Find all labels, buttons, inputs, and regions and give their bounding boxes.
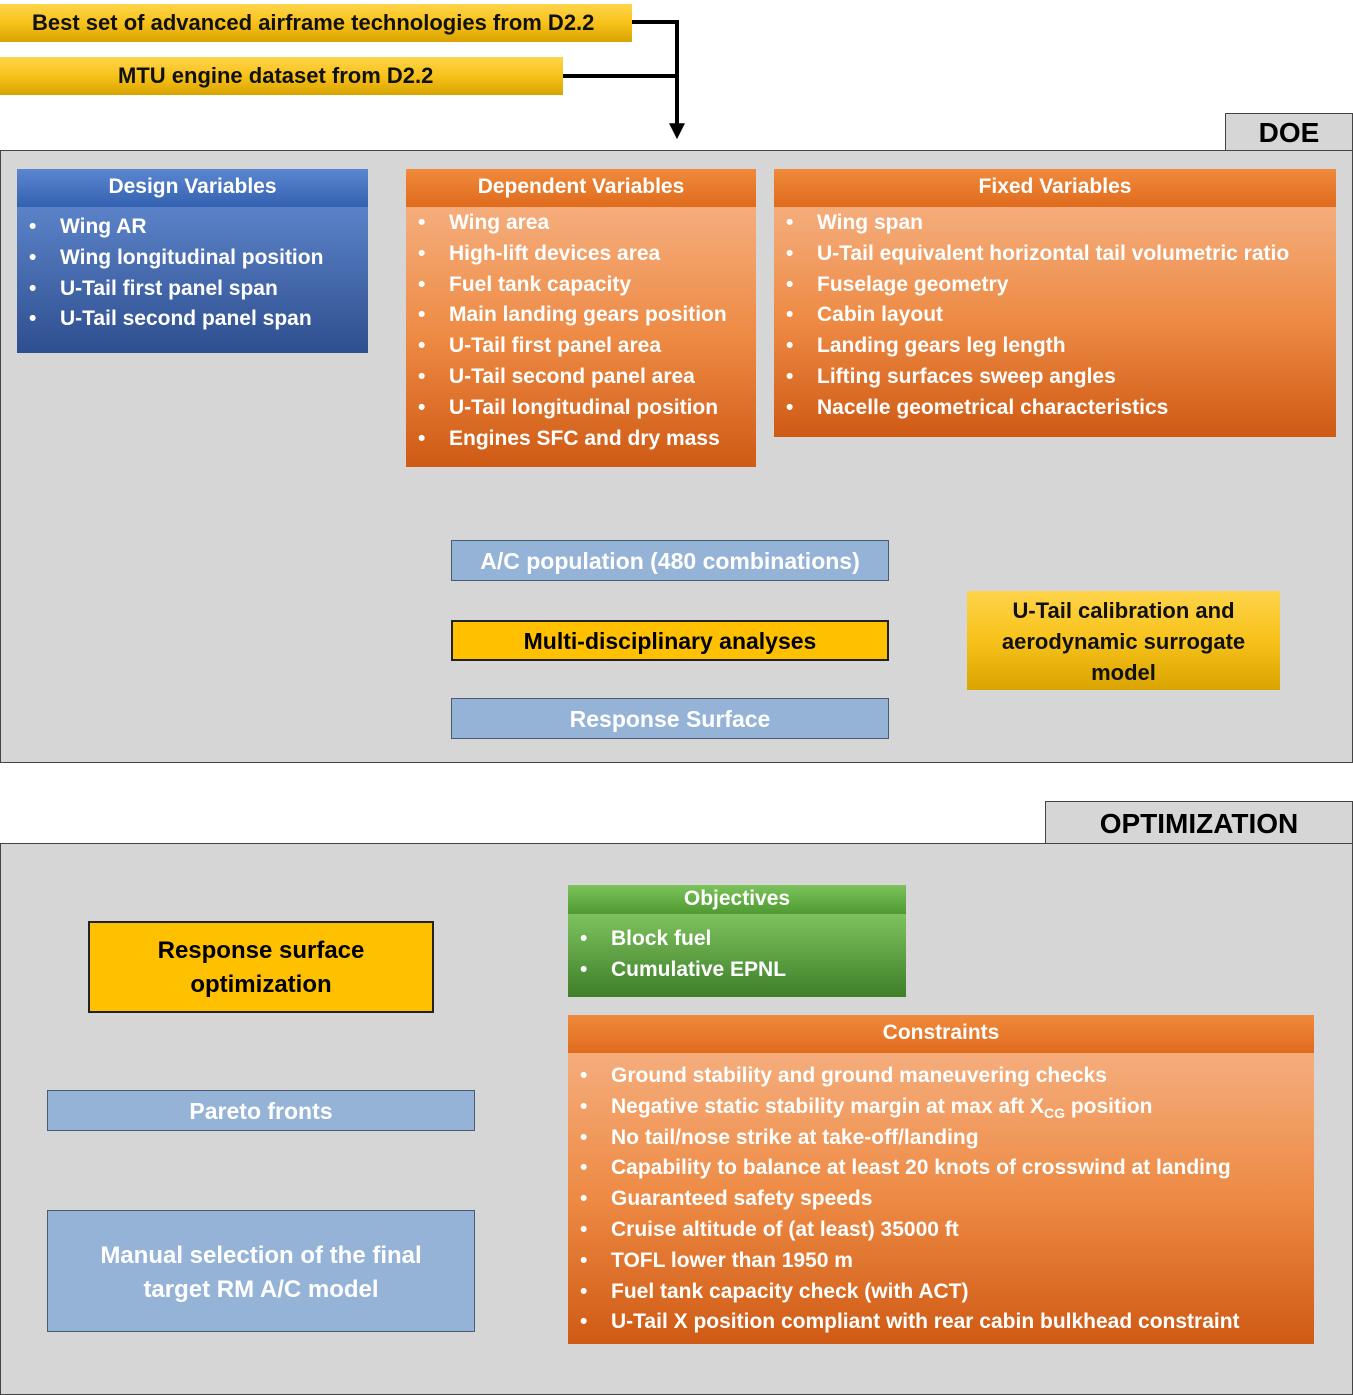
list-item: Landing gears leg length: [774, 331, 1336, 362]
manual-selection-box: Manual selection of the final target RM …: [47, 1210, 475, 1332]
list-item: Wing span: [774, 208, 1336, 239]
dependent-variables-body: Wing areaHigh-lift devices areaFuel tank…: [406, 207, 756, 467]
pareto-box: Pareto fronts: [47, 1090, 475, 1131]
list-item: Wing area: [406, 208, 756, 239]
objectives-body: Block fuelCumulative EPNL: [568, 914, 906, 997]
fixed-variables-list: Wing spanU-Tail equivalent horizontal ta…: [774, 208, 1336, 424]
list-item: Fuel tank capacity: [406, 270, 756, 301]
list-item: Capability to balance at least 20 knots …: [568, 1153, 1314, 1184]
list-item: Cumulative EPNL: [568, 955, 906, 986]
airframe-input-box: Best set of advanced airframe technologi…: [0, 4, 632, 42]
engine-input-label: MTU engine dataset from D2.2: [118, 63, 434, 88]
list-item: U-Tail longitudinal position: [406, 393, 756, 424]
pareto-label: Pareto fronts: [189, 1098, 333, 1124]
analyses-label: Multi-disciplinary analyses: [523, 628, 817, 654]
dependent-variables-header: Dependent Variables: [406, 169, 756, 207]
design-variables-header: Design Variables: [17, 169, 368, 207]
response-surface-box: Response Surface: [451, 698, 889, 739]
doe-tab: DOE: [1225, 113, 1353, 151]
list-item: U-Tail second panel area: [406, 362, 756, 393]
objectives-box: Objectives Block fuelCumulative EPNL: [568, 885, 906, 997]
design-variables-list: Wing ARWing longitudinal positionU-Tail …: [17, 212, 368, 335]
list-item: Engines SFC and dry mass: [406, 424, 756, 455]
list-item: Cabin layout: [774, 300, 1336, 331]
list-item: Fuel tank capacity check (with ACT): [568, 1277, 1314, 1308]
calibration-box: U-Tail calibration and aerodynamic surro…: [967, 591, 1280, 690]
response-surface-label: Response Surface: [569, 706, 771, 732]
list-item: Ground stability and ground maneuvering …: [568, 1061, 1314, 1092]
constraints-box: Constraints Ground stability and ground …: [568, 1015, 1314, 1344]
list-item: High-lift devices area: [406, 239, 756, 270]
doe-tab-label: DOE: [1258, 117, 1320, 148]
fixed-variables-body: Wing spanU-Tail equivalent horizontal ta…: [774, 207, 1336, 437]
optimization-tab-label: OPTIMIZATION: [1099, 808, 1299, 839]
design-variables-box: Design Variables Wing ARWing longitudina…: [17, 169, 368, 353]
list-item: Block fuel: [568, 924, 906, 955]
airframe-input-label: Best set of advanced airframe technologi…: [32, 10, 595, 35]
dependent-variables-box: Dependent Variables Wing areaHigh-lift d…: [406, 169, 756, 467]
list-item: TOFL lower than 1950 m: [568, 1246, 1314, 1277]
population-label: A/C population (480 combinations): [480, 548, 860, 574]
list-item: U-Tail first panel area: [406, 331, 756, 362]
list-item: Wing longitudinal position: [17, 243, 368, 274]
dependent-variables-list: Wing areaHigh-lift devices areaFuel tank…: [406, 208, 756, 454]
objectives-list: Block fuelCumulative EPNL: [568, 924, 906, 986]
constraints-list: Ground stability and ground maneuvering …: [568, 1061, 1314, 1338]
list-item: U-Tail first panel span: [17, 274, 368, 305]
constraints-body: Ground stability and ground maneuvering …: [568, 1053, 1314, 1344]
list-item: U-Tail second panel span: [17, 304, 368, 335]
design-variables-body: Wing ARWing longitudinal positionU-Tail …: [17, 207, 368, 353]
list-item: Guaranteed safety speeds: [568, 1184, 1314, 1215]
fixed-variables-header: Fixed Variables: [774, 169, 1336, 207]
population-box: A/C population (480 combinations): [451, 540, 889, 581]
list-item: Wing AR: [17, 212, 368, 243]
rs-optimization-label: Response surface optimization: [157, 937, 365, 998]
analyses-box: Multi-disciplinary analyses: [451, 620, 889, 661]
list-item: U-Tail equivalent horizontal tail volume…: [774, 239, 1336, 270]
constraints-header: Constraints: [568, 1015, 1314, 1053]
list-item: Main landing gears position: [406, 300, 756, 331]
cg-suffix: position: [1064, 1094, 1153, 1118]
list-item: U-Tail X position compliant with rear ca…: [568, 1307, 1314, 1338]
optimization-tab: OPTIMIZATION: [1045, 801, 1353, 844]
engine-input-box: MTU engine dataset from D2.2: [0, 57, 563, 95]
cg-subscript: CG: [1043, 1104, 1065, 1121]
list-item: No tail/nose strike at take-off/landing: [568, 1123, 1314, 1154]
list-item: Nacelle geometrical characteristics: [774, 393, 1336, 424]
calibration-label: U-Tail calibration and aerodynamic surro…: [1001, 598, 1246, 685]
list-item: Lifting surfaces sweep angles: [774, 362, 1336, 393]
objectives-header: Objectives: [568, 885, 906, 914]
list-item: Fuselage geometry: [774, 270, 1336, 301]
manual-selection-label: Manual selection of the final target RM …: [100, 1242, 422, 1303]
list-item: Cruise altitude of (at least) 35000 ft: [568, 1215, 1314, 1246]
inputs-connector: [632, 20, 685, 140]
fixed-variables-box: Fixed Variables Wing spanU-Tail equivale…: [774, 169, 1336, 437]
list-item: Negative static stability margin at max …: [568, 1092, 1314, 1123]
rs-optimization-box: Response surface optimization: [88, 921, 434, 1013]
